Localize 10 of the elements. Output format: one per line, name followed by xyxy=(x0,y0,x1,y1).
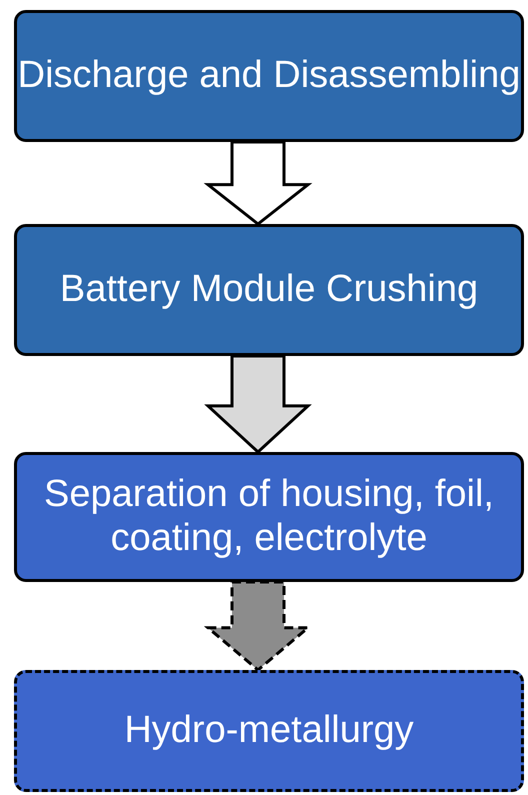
step-label: Hydro-metallurgy xyxy=(124,709,414,753)
process-box xyxy=(14,10,524,142)
step-label: Discharge and Disassembling xyxy=(18,54,520,98)
block-arrow xyxy=(204,140,312,226)
process-box xyxy=(14,670,524,792)
block-arrow xyxy=(204,354,312,454)
step-label: Battery Module Crushing xyxy=(60,268,478,312)
process-box xyxy=(14,224,524,356)
process-box xyxy=(14,452,524,582)
step-label: Separation of housing, foil, coating, electrolyte xyxy=(43,473,495,561)
